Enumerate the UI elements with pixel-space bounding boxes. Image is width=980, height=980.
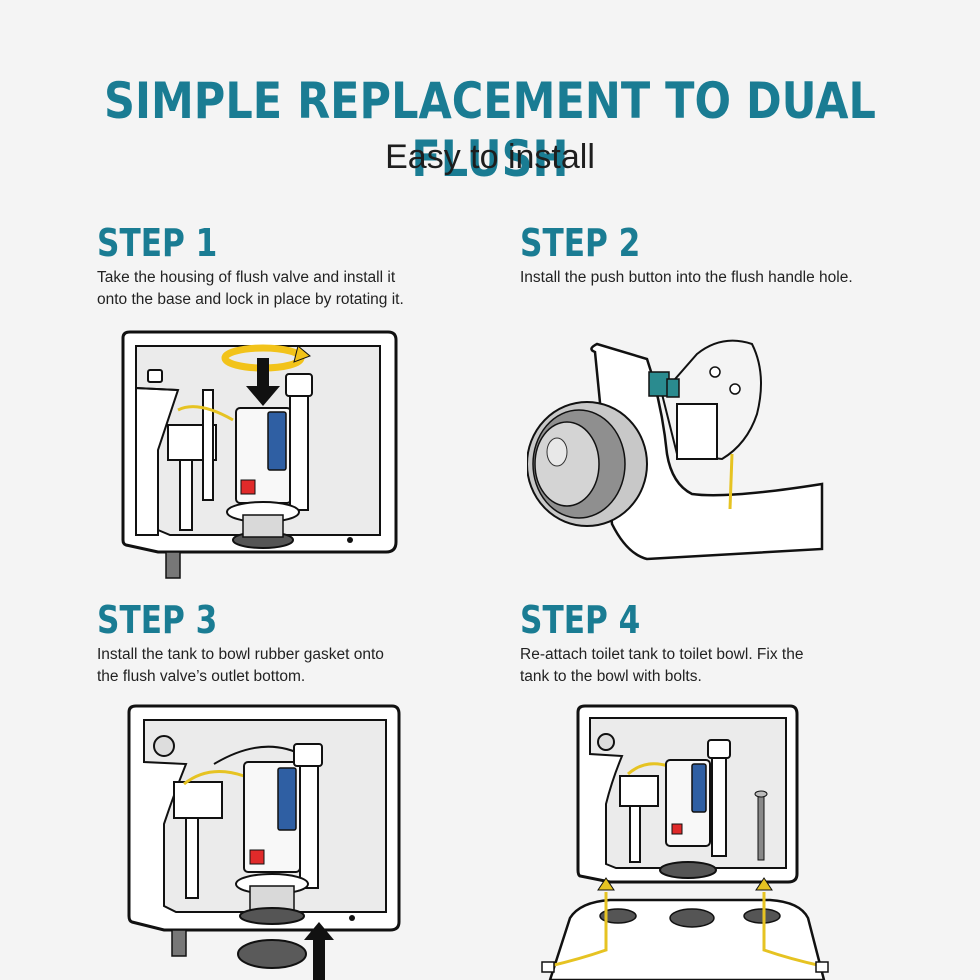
step-2-illustration (527, 334, 827, 564)
step-3-illustration (124, 704, 404, 980)
step-1-line-1: Take the housing of flush valve and inst… (97, 269, 396, 286)
step-3-line-2: the flush valve’s outlet bottom. (97, 668, 306, 685)
step-4-text: Re-attach toilet tank to toilet bowl. Fi… (520, 644, 803, 688)
step-2-title: STEP 2 (520, 221, 641, 265)
page-subtitle: Easy to install (385, 138, 595, 176)
step-1-title: STEP 1 (97, 221, 218, 265)
step-3-text: Install the tank to bowl rubber gasket o… (97, 644, 384, 688)
page-title: SIMPLE REPLACEMENT TO DUAL FLUSH (104, 72, 876, 188)
step-4-line-2: tank to the bowl with bolts. (520, 668, 702, 685)
step-1-illustration (118, 330, 403, 580)
step-1-text: Take the housing of flush valve and inst… (97, 267, 404, 311)
down-arrow-icon (246, 358, 280, 406)
step-3-title: STEP 3 (97, 598, 218, 642)
step-4-illustration (540, 704, 830, 980)
step-2-line-1: Install the push button into the flush h… (520, 269, 853, 286)
step-3-line-1: Install the tank to bowl rubber gasket o… (97, 646, 384, 663)
up-arrow-icon (304, 922, 334, 980)
step-1-line-2: onto the base and lock in place by rotat… (97, 291, 404, 308)
step-4-title: STEP 4 (520, 598, 641, 642)
step-4-line-1: Re-attach toilet tank to toilet bowl. Fi… (520, 646, 804, 663)
step-2-text: Install the push button into the flush h… (520, 267, 853, 289)
